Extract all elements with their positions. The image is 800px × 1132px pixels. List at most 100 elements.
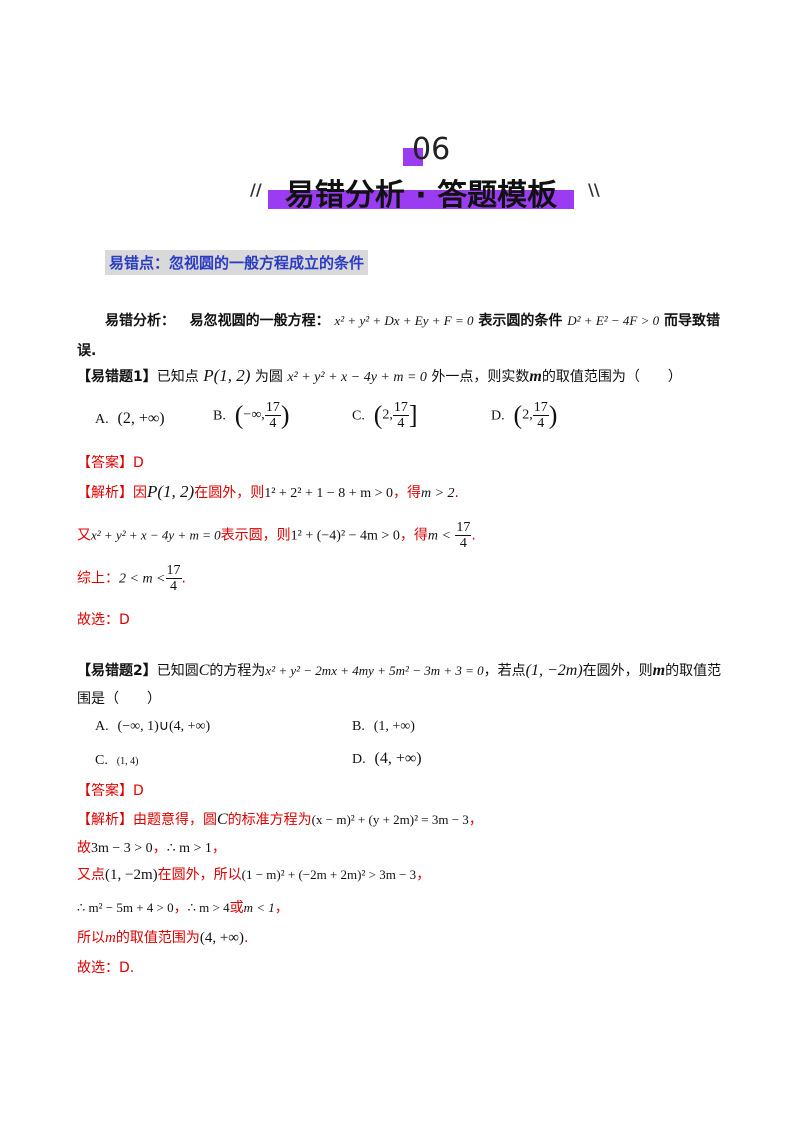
math: (1, −2m) — [105, 867, 158, 883]
text: 或 — [229, 900, 244, 916]
banner-deco-right: \\ — [588, 180, 600, 199]
q2-circle-equation: x² + y² − 2mx + 4my + 5m² − 3m + 3 = 0 — [265, 663, 484, 678]
math: ∴ m² − 5m + 4 > 0 — [77, 900, 174, 915]
q1-text-4: 的取值范围为（ ） — [541, 369, 682, 385]
banner-highlight-bar — [268, 190, 574, 209]
text: 因 — [133, 485, 147, 501]
option-value: (1, +∞) — [373, 719, 415, 734]
math: (1 − m)² + (−2m + 2m)² > 3m − 3 — [241, 867, 417, 882]
text: 在圆外，则 — [194, 485, 265, 501]
analysis-line-1: 易错分析： 易忽视圆的一般方程： x² + y² + Dx + Ey + F =… — [105, 310, 720, 330]
math: C — [217, 811, 228, 828]
text: 又 — [77, 527, 91, 544]
section-banner: 易错分析 · 答题模板 — [268, 172, 574, 213]
text: 在圆外，所以 — [157, 867, 242, 883]
text: ，得 — [399, 527, 428, 544]
q2-point: (1, −2m) — [525, 662, 583, 679]
solution-tag: 【解析】 — [77, 812, 133, 828]
math: 1² + (−4)² − 4m > 0 — [290, 528, 400, 544]
option-value: 2, — [382, 407, 393, 423]
option-key: C. — [352, 408, 365, 424]
text: 又点 — [77, 867, 105, 883]
q2-circle-name: C — [198, 662, 210, 679]
banner-deco-left: // — [250, 180, 262, 199]
option-key: B. — [213, 408, 226, 424]
q1-choice: 故选：D — [77, 612, 130, 628]
text: ， — [274, 900, 289, 916]
question-2-tag: 【易错题2】 — [77, 663, 157, 679]
math: x² + y² + x − 4y + m = 0 — [91, 527, 221, 543]
option-value: (−∞, 1)∪(4, +∞) — [117, 719, 211, 734]
q1-point: P(1, 2) — [203, 366, 251, 385]
q2-solution-line-5: 所以m的取值范围为(4, +∞). — [77, 927, 248, 947]
text: ， — [211, 840, 226, 856]
q2-text-1: 已知圆 — [156, 663, 199, 679]
math: 3m − 3 > 0 — [91, 841, 153, 856]
option-key: A. — [95, 719, 109, 734]
math: m < — [427, 528, 451, 544]
text: ， — [468, 812, 483, 828]
option-value: (2, +∞) — [117, 410, 165, 427]
question-1-tag: 【易错题1】 — [77, 369, 157, 385]
option-key: B. — [352, 719, 365, 734]
general-equation: x² + y² + Dx + Ey + F = 0 — [334, 313, 474, 328]
option-value: (1, 4) — [116, 756, 139, 767]
q2-solution-line-4: ∴ m² − 5m + 4 > 0，∴ m > 4或m < 1， — [77, 897, 289, 917]
text: . — [471, 527, 476, 544]
option-value: −∞, — [243, 407, 265, 423]
q2-option-d: D. (4, +∞) — [352, 750, 422, 768]
section-title: 易错分析 · 答题模板 — [284, 178, 558, 213]
math: 1² + 2² + 1 − 8 + m > 0 — [264, 486, 393, 501]
q2-answer: 【答案】D — [77, 783, 144, 799]
question-1-stem: 【易错题1】已知点 P(1, 2) 为圆 x² + y² + x − 4y + … — [77, 366, 682, 386]
text: 的取值范围为 — [115, 930, 200, 946]
q2-option-b: B. (1, +∞) — [352, 718, 415, 735]
text: ， — [416, 867, 431, 883]
q1-variable: m — [529, 368, 542, 385]
math: ∴ m > 1 — [166, 841, 212, 856]
option-key: C. — [95, 753, 108, 768]
error-point-label: 易错点：忽视圆的一般方程成立的条件 — [105, 250, 369, 275]
q2-solution-line-1: 【解析】由题意得，圆C的标准方程为(x − m)² + (y + 2m)² = … — [77, 809, 483, 829]
math: m > 2 — [420, 486, 455, 501]
option-key: D. — [352, 752, 366, 767]
text: . — [244, 930, 249, 946]
q2-text-6: 围是（ ） — [77, 691, 161, 707]
text: . — [181, 570, 186, 587]
text: ，得 — [392, 485, 421, 501]
math: (4, +∞) — [199, 930, 244, 946]
analysis-text-4: 误. — [77, 343, 97, 359]
section-number: 06 — [412, 132, 451, 167]
q1-option-a: A. (2, +∞) — [95, 410, 165, 428]
q2-solution-line-3: 又点(1, −2m)在圆外，所以(1 − m)² + (−2m + 2m)² >… — [77, 864, 430, 884]
analysis-label: 易错分析： — [105, 313, 175, 329]
question-2-stem: 【易错题2】已知圆C的方程为x² + y² − 2mx + 4my + 5m² … — [77, 660, 721, 680]
q2-text-4: 在圆外，则 — [582, 663, 653, 679]
q1-answer: 【答案】D — [77, 455, 144, 471]
option-value: 2, — [522, 407, 533, 423]
q2-text-5: 的取值范 — [665, 663, 722, 679]
option-value: (4, +∞) — [374, 750, 422, 767]
q2-text-3: ，若点 — [483, 663, 526, 679]
circle-condition: D² + E² − 4F > 0 — [567, 313, 660, 328]
number-highlight-block — [403, 148, 423, 166]
q1-solution-line-1: 【解析】因P(1, 2)在圆外，则1² + 2² + 1 − 8 + m > 0… — [77, 482, 459, 502]
math: 2 < m < — [119, 571, 166, 587]
q1-text-3: 外一点，则实数 — [431, 369, 530, 385]
analysis-text-3: 而导致错 — [664, 313, 721, 329]
text: 的标准方程为 — [227, 812, 312, 828]
text: 所以 — [77, 930, 105, 946]
math: m — [105, 930, 116, 946]
math: m < 1 — [243, 900, 275, 915]
q1-circle-equation: x² + y² + x − 4y + m = 0 — [287, 370, 427, 385]
q2-text-2: 的方程为 — [209, 663, 266, 679]
math: (x − m)² + (y + 2m)² = 3m − 3 — [311, 812, 469, 827]
